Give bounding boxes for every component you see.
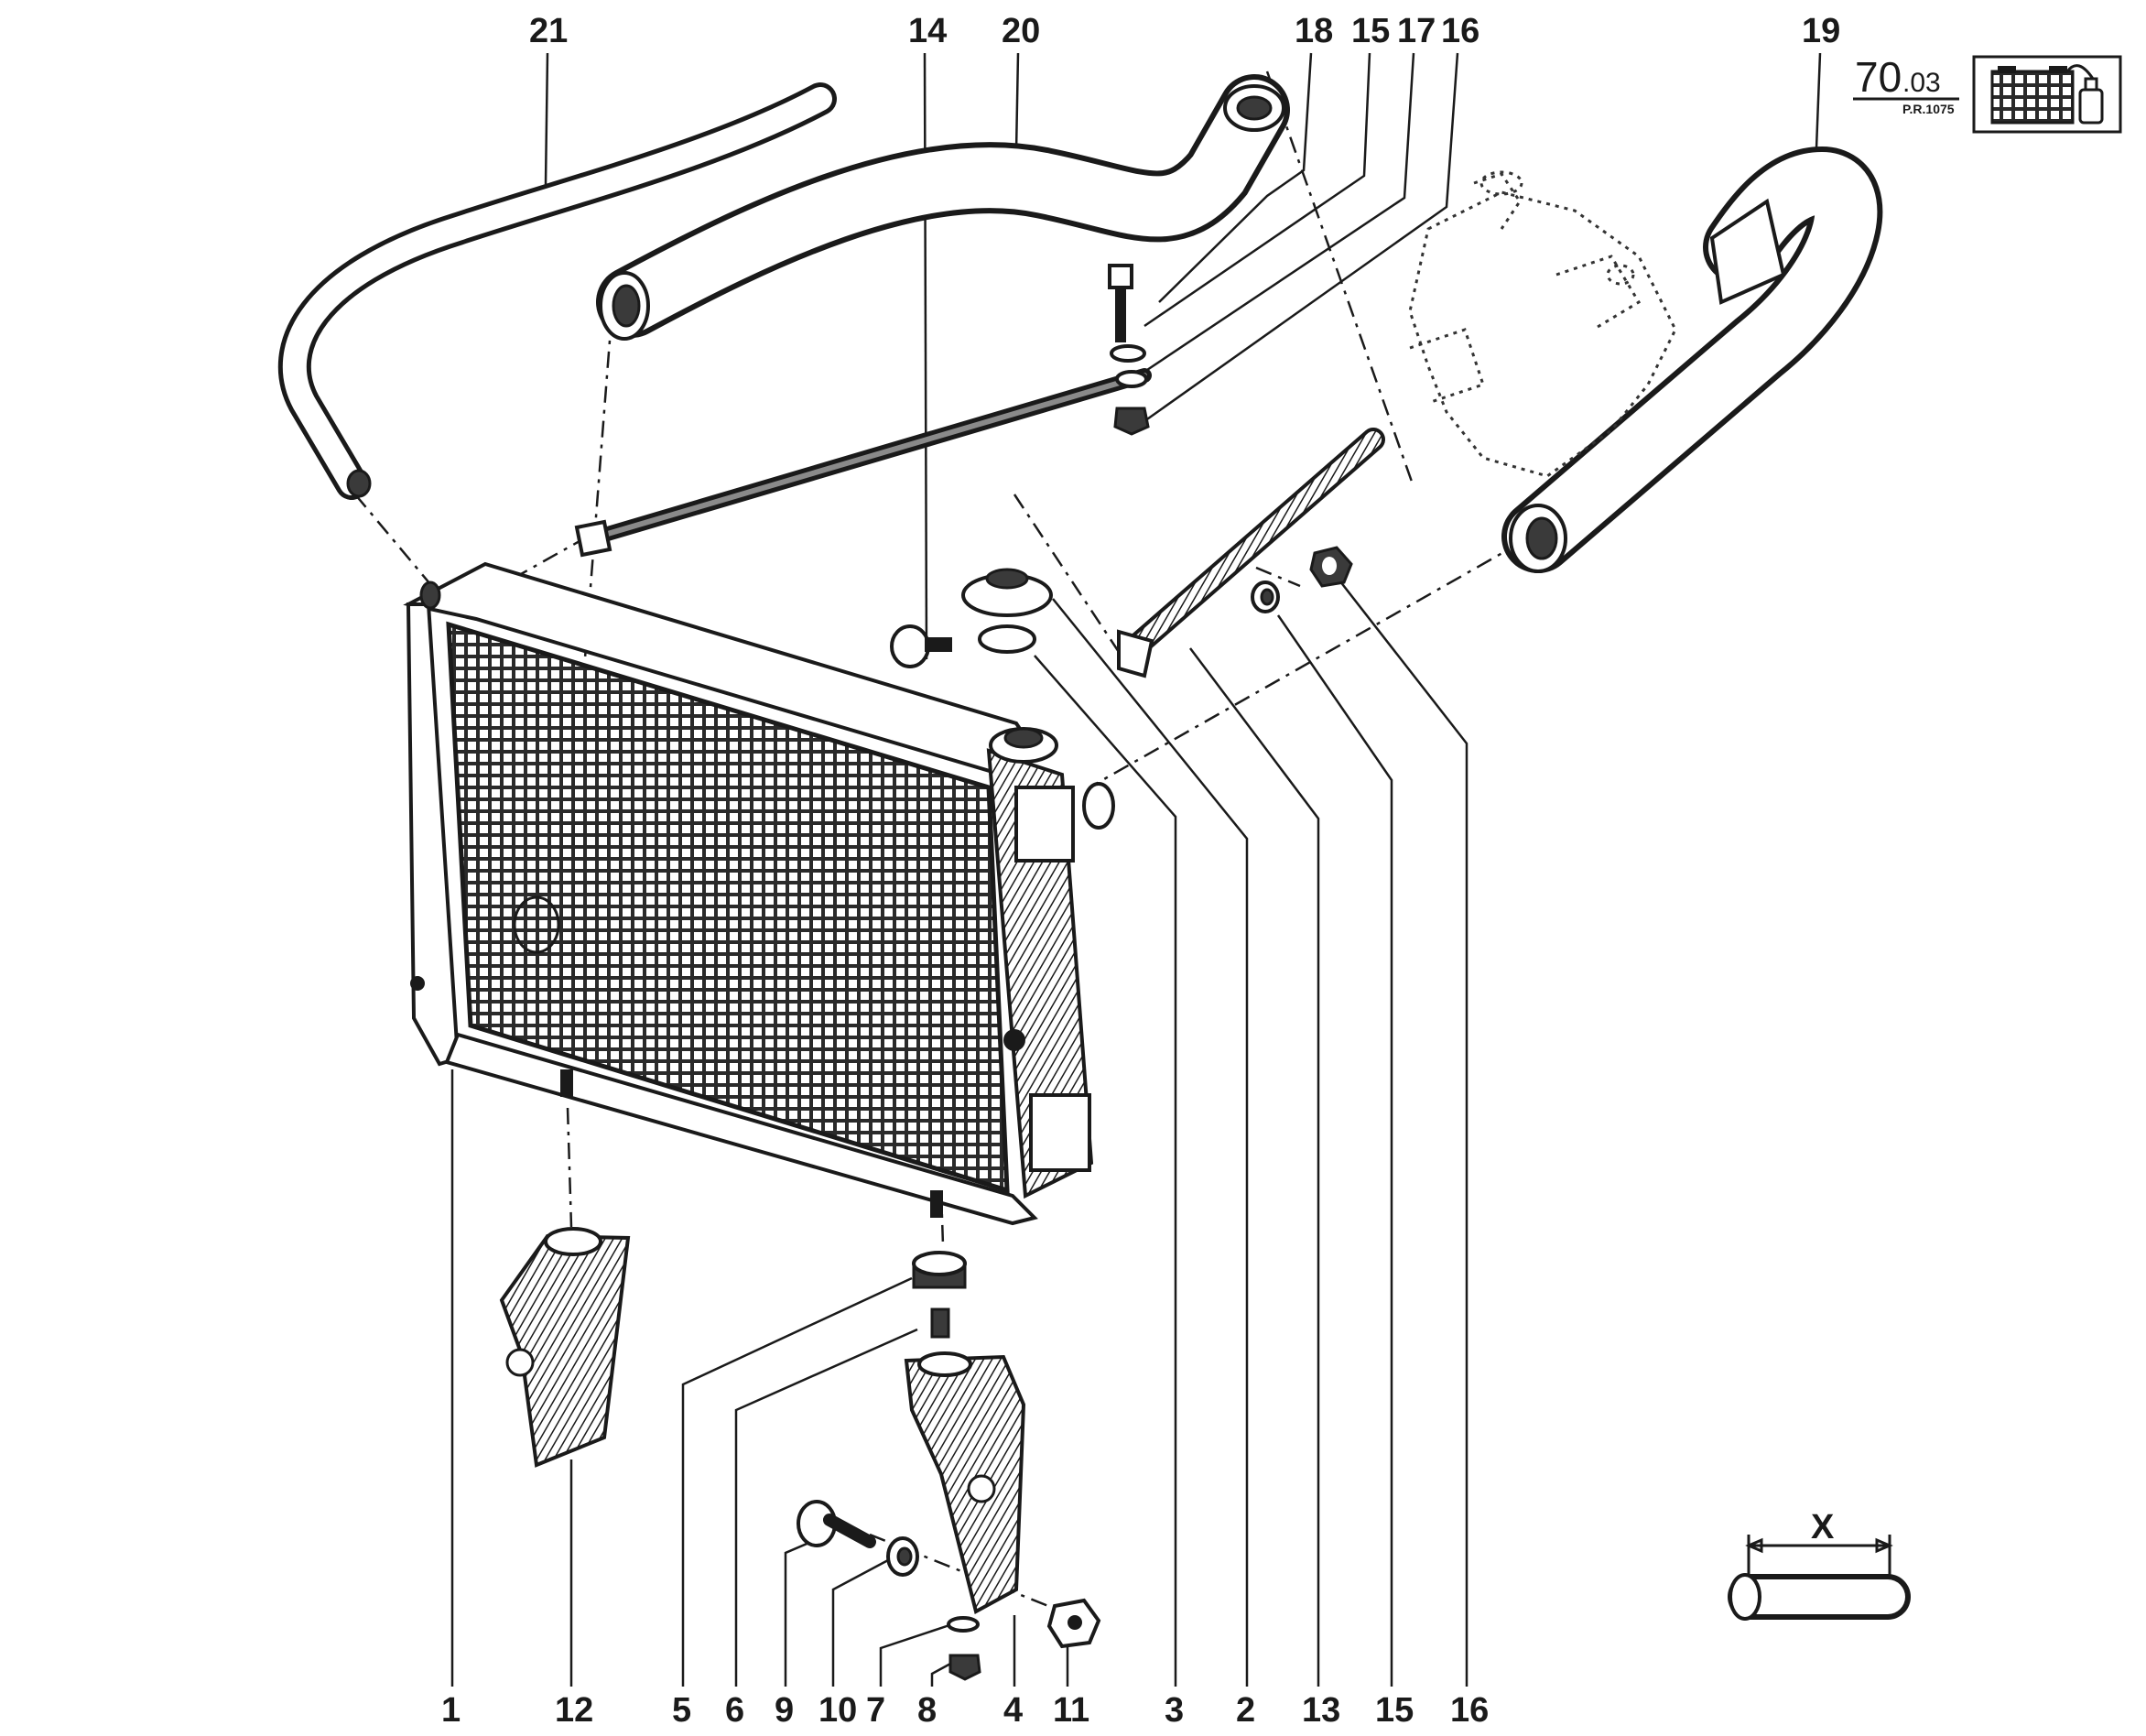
radiator-icon (1990, 66, 2075, 125)
bracket-4 (904, 1351, 1026, 1614)
label-16-top: 16 (1441, 12, 1479, 50)
hose-20 (596, 74, 1290, 341)
washer-7 (947, 1616, 980, 1633)
label-3: 3 (1165, 1691, 1184, 1730)
label-14: 14 (908, 12, 947, 50)
radiator (403, 561, 1115, 1226)
label-5: 5 (672, 1691, 691, 1730)
label-16-bottom: 16 (1450, 1691, 1489, 1730)
label-15-bottom: 15 (1375, 1691, 1414, 1730)
water-pump-phantom (1408, 170, 1677, 478)
label-7: 7 (866, 1691, 885, 1730)
section-badge: 70 .03 P.R.1075 (1853, 53, 2122, 134)
washer-nut-mid (1251, 546, 1353, 613)
nut-11 (1046, 1598, 1101, 1649)
nut-8 (948, 1654, 981, 1681)
badge-code-minor: .03 (1902, 68, 1941, 98)
dimension-label: X (1811, 1508, 1835, 1546)
coolant-bottle-icon (2065, 64, 2104, 125)
top-callout-labels: 21 14 20 18 15 17 16 19 (529, 12, 1840, 50)
label-6: 6 (725, 1691, 744, 1730)
hose-length-detail: X (1728, 1508, 1911, 1621)
bolt-stack-top (1108, 264, 1150, 436)
label-9: 9 (775, 1691, 794, 1730)
washer-10 (886, 1536, 919, 1577)
bracket-12 (499, 1227, 631, 1468)
label-8: 8 (917, 1691, 937, 1730)
bottom-callout-labels: 1 12 5 6 9 10 7 8 4 11 3 2 13 15 16 (441, 1691, 1489, 1730)
bolt-9 (797, 1500, 876, 1548)
label-12: 12 (555, 1691, 593, 1730)
label-10: 10 (818, 1691, 857, 1730)
label-15-top: 15 (1351, 12, 1390, 50)
leader-lines (450, 52, 1822, 1687)
label-4: 4 (1003, 1691, 1023, 1730)
label-19: 19 (1802, 12, 1840, 50)
hose-21 (277, 82, 837, 500)
label-21: 21 (529, 12, 568, 50)
badge-reference: P.R.1075 (1902, 102, 1955, 116)
label-11: 11 (1053, 1691, 1089, 1730)
bolt-14 (890, 624, 952, 668)
label-17: 17 (1397, 12, 1436, 50)
label-18: 18 (1295, 12, 1333, 50)
tie-rod (574, 368, 1152, 558)
badge-code-major: 70 (1855, 53, 1902, 101)
rubber-mount (912, 1251, 967, 1339)
bracket-13 (1117, 428, 1385, 678)
label-2: 2 (1236, 1691, 1255, 1730)
label-20: 20 (1002, 12, 1040, 50)
label-13: 13 (1302, 1691, 1340, 1730)
hose-19 (1501, 146, 1883, 573)
filler-cap (961, 568, 1053, 654)
label-1: 1 (441, 1691, 461, 1730)
